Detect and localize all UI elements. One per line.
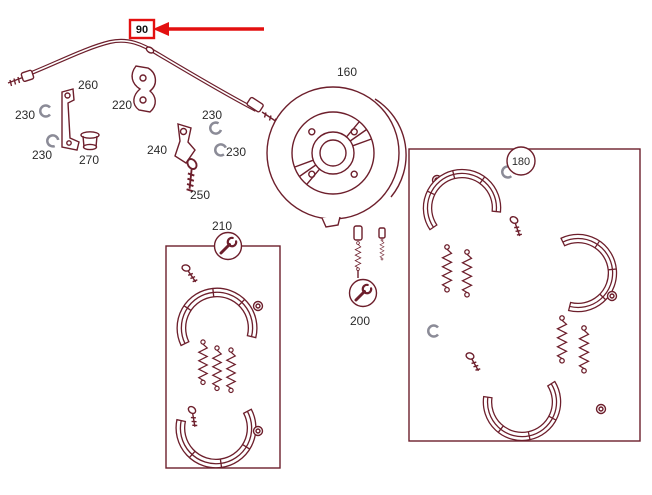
plate-lever-tab	[321, 216, 341, 228]
part-label-180[interactable]: 180	[512, 156, 530, 168]
retainer-ring	[252, 300, 264, 312]
retainer-ring	[595, 403, 607, 415]
cable-barrel-left	[20, 69, 35, 83]
retainer-ring	[606, 290, 618, 302]
clip-230-d	[212, 141, 228, 158]
cable-barrel-right	[246, 96, 264, 113]
repair-kit-box-210	[165, 231, 281, 474]
part-label-90[interactable]: 90	[136, 24, 148, 36]
highlight-box	[128, 18, 156, 40]
retainer-ring	[252, 425, 264, 437]
grommet-270	[80, 131, 100, 151]
highlight-callout-90: 90	[128, 18, 264, 40]
backing-plate-160	[266, 86, 407, 228]
bolt-250	[186, 158, 198, 193]
wrench-icon	[348, 278, 378, 308]
adjuster-assembly-200	[348, 225, 386, 308]
highlight-arrow-head	[153, 22, 169, 36]
clip-230-c	[207, 120, 223, 137]
cable-clip-220	[131, 65, 157, 113]
part-label-220[interactable]: 220	[112, 98, 132, 112]
part-label-260[interactable]: 260	[78, 78, 98, 92]
part-label-230-a[interactable]: 230	[15, 108, 35, 122]
wrench-icon	[213, 231, 243, 261]
part-label-160[interactable]: 160	[337, 65, 357, 79]
clip-230-a	[39, 104, 52, 118]
part-label-240[interactable]: 240	[147, 143, 167, 157]
part-label-230-b[interactable]: 230	[32, 148, 52, 162]
part-label-200[interactable]: 200	[350, 314, 370, 328]
part-label-230-c[interactable]: 230	[202, 108, 222, 122]
circled-label-180-circle	[506, 146, 536, 176]
bracket-260	[61, 88, 80, 151]
part-label-210[interactable]: 210	[212, 219, 232, 233]
part-label-230-d[interactable]: 230	[226, 145, 246, 159]
cable-thread-end	[7, 76, 25, 87]
clip-230-b	[44, 132, 61, 150]
part-label-270[interactable]: 270	[79, 153, 99, 167]
part-label-250[interactable]: 250	[190, 188, 210, 202]
bracket-240	[174, 123, 196, 164]
repair-kit-box-180	[408, 146, 641, 449]
